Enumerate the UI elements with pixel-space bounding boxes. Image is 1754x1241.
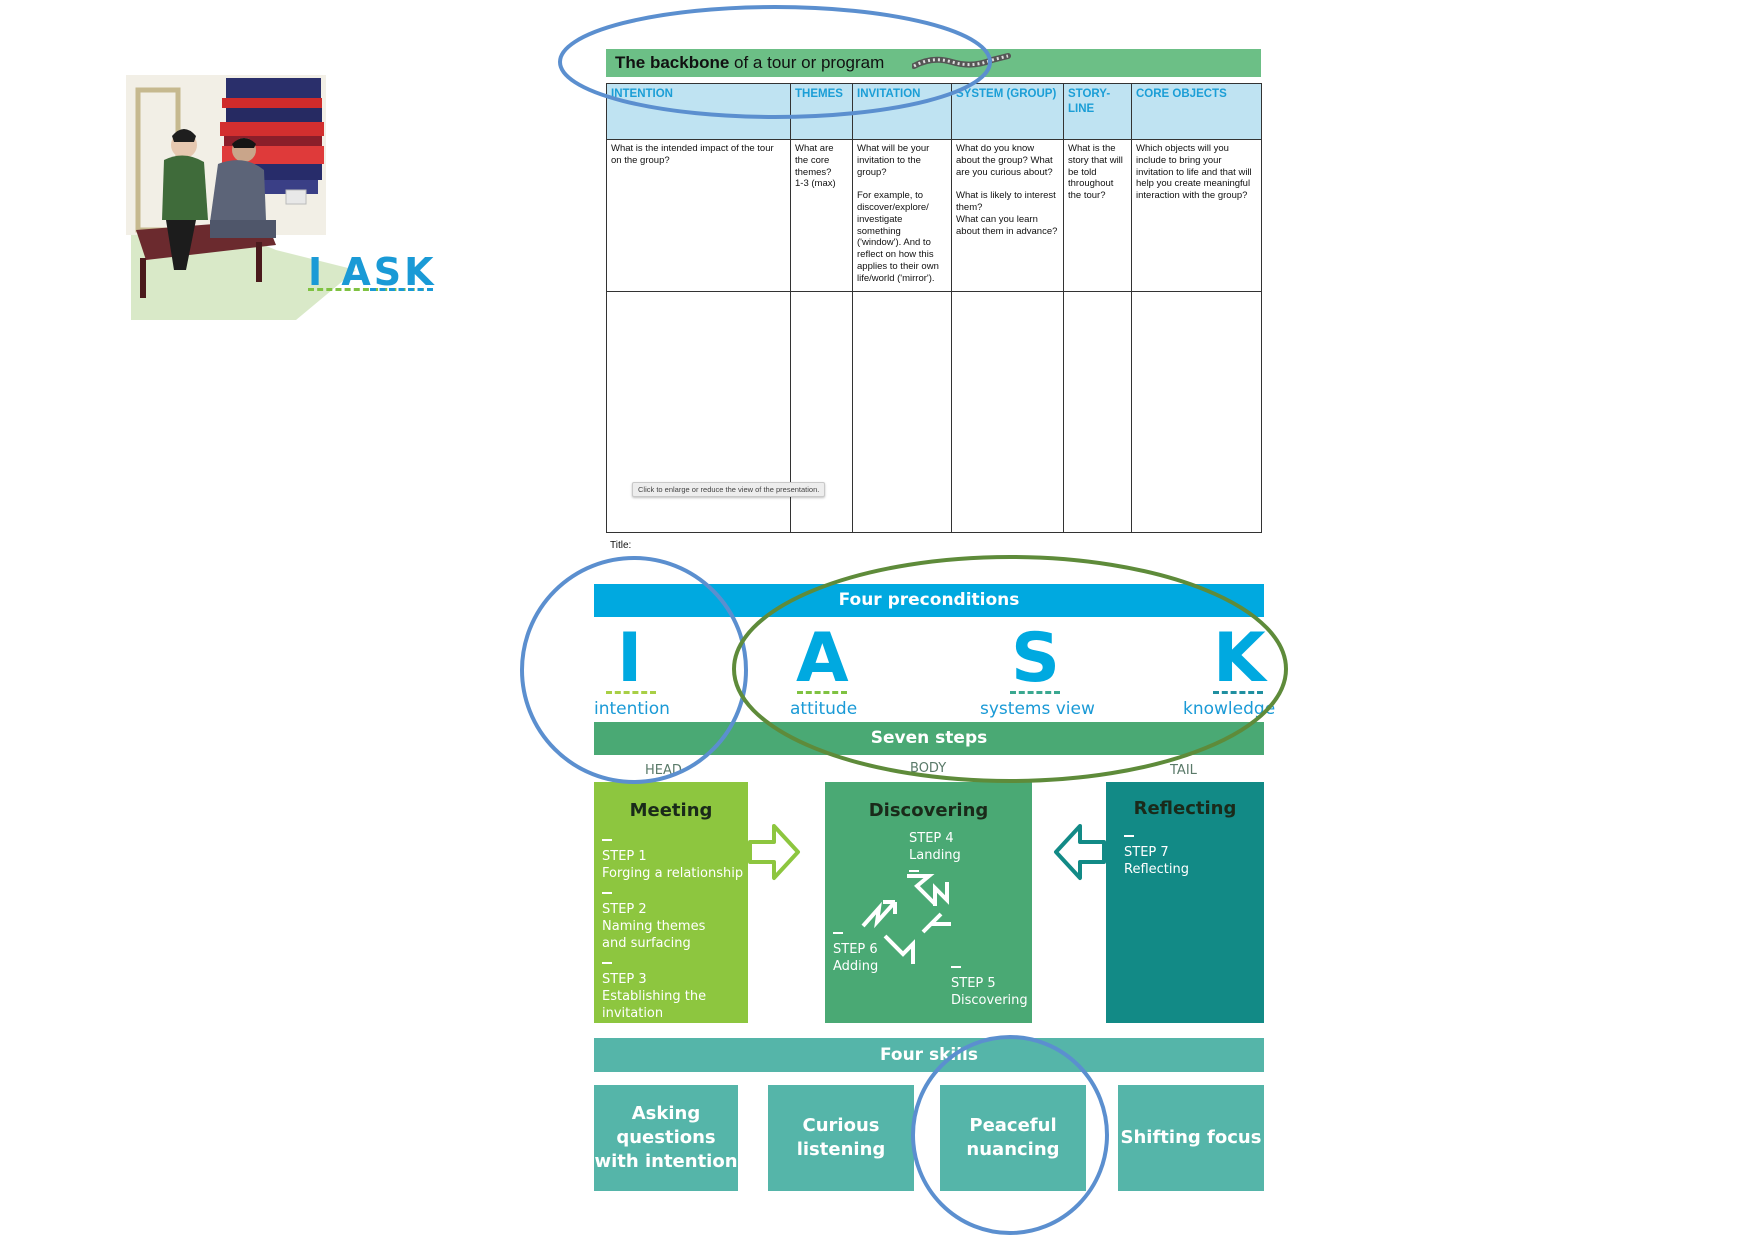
letter-i: I: [617, 619, 643, 698]
col-header-storyline: STORY-LINE: [1063, 83, 1132, 140]
museum-illustration: [126, 75, 356, 320]
backbone-title: The backbone of a tour or program: [615, 53, 884, 73]
backbone-title-rest: of a tour or program: [729, 53, 885, 72]
backbone-title-bold: The backbone: [615, 53, 730, 72]
section-tail: TAIL: [1170, 763, 1197, 778]
question-invitation: What will be your invitation to the grou…: [852, 139, 952, 292]
section-body: BODY: [910, 761, 947, 776]
discovering-title: Discovering: [868, 800, 989, 821]
snake-icon: [912, 53, 1011, 69]
question-system: What do you know about the group? What a…: [951, 139, 1064, 292]
skill-shifting-focus: Shifting focus: [1118, 1085, 1264, 1191]
question-storyline: What is the story that will be told thro…: [1063, 139, 1132, 292]
answer-cell-system[interactable]: [951, 291, 1064, 533]
col-header-system: SYSTEM (GROUP): [951, 83, 1064, 140]
label-attitude: attitude: [790, 699, 858, 719]
letter-s: S: [1011, 619, 1060, 698]
col-header-intention: INTENTION: [606, 83, 791, 140]
col-header-themes: THEMES: [790, 83, 853, 140]
backbone-table: INTENTION THEMES INVITATION SYSTEM (GROU…: [606, 83, 1262, 533]
label-knowledge: knowledge: [1183, 699, 1276, 719]
letter-k: K: [1213, 619, 1266, 698]
enlarge-tooltip: Click to enlarge or reduce the view of t…: [632, 482, 826, 497]
answer-cell-storyline[interactable]: [1063, 291, 1132, 533]
skill-asking-questions: Asking questions with intention: [594, 1085, 738, 1191]
letter-a: A: [796, 619, 849, 698]
backbone-question-row: What is the intended impact of the tour …: [606, 139, 1262, 292]
arrow-left-icon: [1054, 824, 1106, 880]
label-intention: intention: [594, 699, 670, 719]
dash-s: [1010, 691, 1060, 694]
section-head: HEAD: [645, 763, 682, 778]
col-header-invitation: INVITATION: [852, 83, 952, 140]
question-intention: What is the intended impact of the tour …: [606, 139, 791, 292]
seven-steps-bar: Seven steps: [594, 722, 1264, 755]
title-field-label: Title:: [610, 540, 632, 551]
logo-underline-accent: [370, 288, 433, 291]
reflecting-title: Reflecting: [1133, 798, 1237, 819]
four-skills-bar: Four skills: [594, 1038, 1264, 1072]
backbone-header-row: INTENTION THEMES INVITATION SYSTEM (GROU…: [606, 83, 1262, 140]
meeting-title: Meeting: [629, 800, 713, 821]
dash-k: [1213, 691, 1263, 694]
label-systems-view: systems view: [980, 699, 1095, 719]
skill-curious-listening: Curious listening: [768, 1085, 914, 1191]
skill-peaceful-nuancing: Peaceful nuancing: [940, 1085, 1086, 1191]
answer-cell-invitation[interactable]: [852, 291, 952, 533]
question-themes: What are the core themes? 1-3 (max): [790, 139, 853, 292]
dash-a: [797, 691, 847, 694]
preconditions-bar: Four preconditions: [594, 584, 1264, 617]
cycle-arrows-icon: [861, 874, 951, 964]
question-core-objects: Which objects will you include to bring …: [1131, 139, 1262, 292]
iask-logo: I ASK: [308, 250, 437, 294]
answer-cell-core-objects[interactable]: [1131, 291, 1262, 533]
arrow-right-icon: [748, 824, 800, 880]
dash-i: [606, 691, 656, 694]
col-header-core-objects: CORE OBJECTS: [1131, 83, 1262, 140]
